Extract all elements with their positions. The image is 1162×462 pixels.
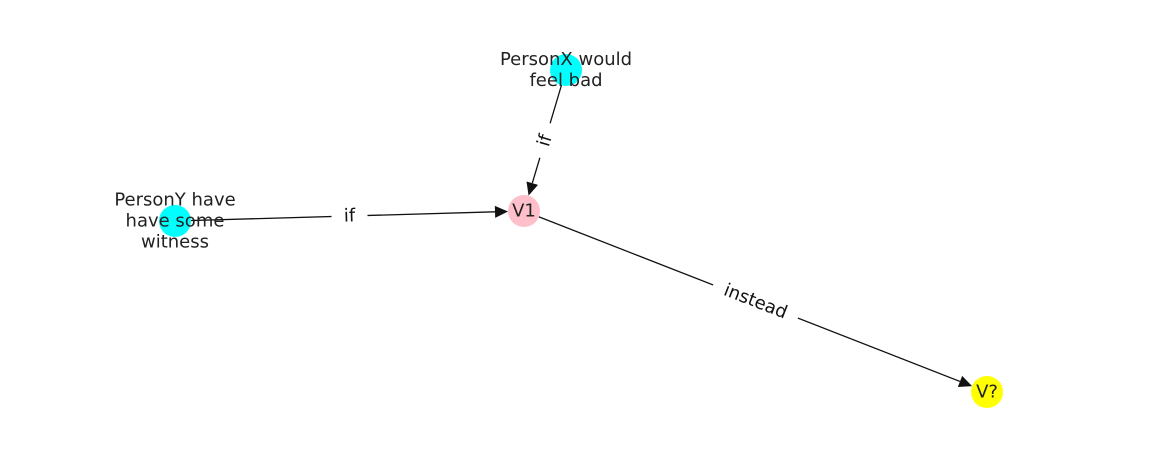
node-label-vq: V? bbox=[976, 382, 998, 403]
nodes-layer bbox=[159, 54, 1003, 408]
edge-label-background bbox=[331, 202, 368, 230]
edge-label-background bbox=[708, 272, 803, 331]
node-persony bbox=[159, 205, 191, 237]
node-label-line: V1 bbox=[512, 201, 536, 222]
node-label-v1: V1 bbox=[512, 201, 536, 222]
edge-label-e-v1-vq: instead bbox=[721, 280, 790, 324]
node-v1 bbox=[508, 195, 540, 227]
node-label-line: have some bbox=[126, 211, 225, 232]
node-label-line: witness bbox=[141, 232, 209, 253]
edge-label-group-e-personx-v1: if bbox=[527, 119, 563, 162]
edge-arrowhead-e-persony-v1 bbox=[494, 205, 509, 218]
edge-arrowhead-e-personx-v1 bbox=[526, 181, 539, 196]
node-vq bbox=[971, 376, 1003, 408]
edge-label-group-e-v1-vq: instead bbox=[708, 272, 803, 331]
edge-label-e-persony-v1: if bbox=[344, 205, 357, 226]
edge-label-group-e-persony-v1: if bbox=[331, 202, 368, 230]
edge-label-background bbox=[527, 119, 563, 162]
node-label-line: V? bbox=[976, 382, 998, 403]
node-label-line: PersonY have bbox=[114, 190, 235, 211]
node-label-line: PersonX would bbox=[500, 49, 632, 70]
edges-layer bbox=[174, 69, 973, 388]
node-label-line: feel bad bbox=[529, 70, 602, 91]
edge-arrowhead-e-v1-vq bbox=[957, 375, 973, 388]
node-personx bbox=[550, 54, 582, 86]
